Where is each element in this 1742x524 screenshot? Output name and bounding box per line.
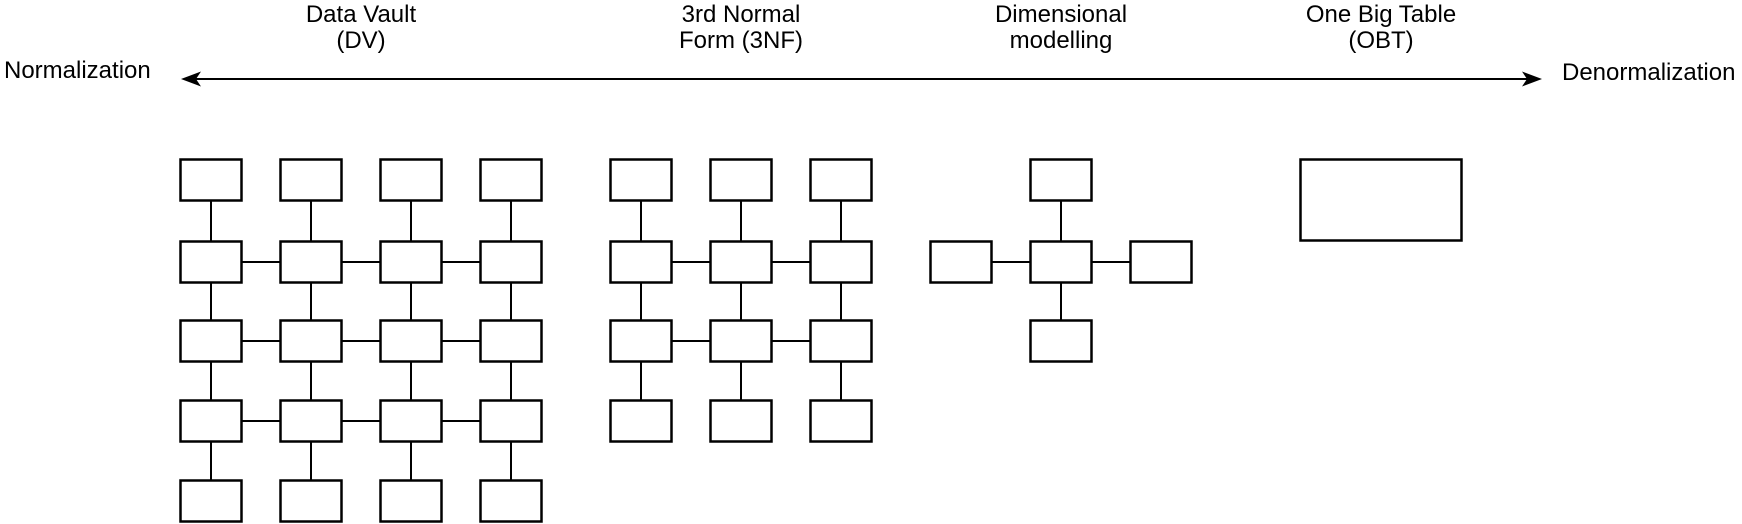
3nf-table-box <box>709 319 773 363</box>
data-vault-table-box <box>379 158 443 202</box>
group-label-line: modelling <box>1009 27 1113 54</box>
3nf-table-box <box>609 240 673 284</box>
obt-big-table-box <box>1299 158 1463 242</box>
3nf-table-box <box>609 319 673 363</box>
group-label-dimensional: Dimensional modelling <box>995 2 1127 54</box>
dimensional-dim-box <box>1029 158 1093 202</box>
data-vault-table-box <box>379 240 443 284</box>
3nf-table-box <box>809 158 873 202</box>
data-vault-table-box <box>179 479 243 523</box>
group-label-line: (OBT) <box>1348 27 1414 54</box>
group-label-obt: One Big Table (OBT) <box>1306 2 1456 54</box>
data-vault-table-box <box>179 319 243 363</box>
arrowhead-left-icon <box>181 71 201 87</box>
data-vault-table-box <box>479 240 543 284</box>
3nf-table-box <box>609 399 673 443</box>
data-vault-table-box <box>179 240 243 284</box>
data-vault-table-box <box>379 479 443 523</box>
group-label-line: One Big Table <box>1305 1 1457 28</box>
group-label-3nf: 3rd Normal Form (3NF) <box>679 2 803 54</box>
data-vault-table-box <box>479 158 543 202</box>
data-vault-table-box <box>179 399 243 443</box>
group-label-line: Dimensional <box>994 1 1128 28</box>
dimensional-dim-box <box>1129 240 1193 284</box>
data-vault-table-box <box>479 399 543 443</box>
dimensional-fact-box <box>1029 240 1093 284</box>
group-label-line: (DV) <box>336 27 386 54</box>
3nf-table-box <box>709 240 773 284</box>
3nf-table-box <box>609 158 673 202</box>
3nf-table-box <box>809 319 873 363</box>
data-vault-table-box <box>279 399 343 443</box>
group-label-line: Form (3NF) <box>679 27 803 54</box>
denormalization-label: Denormalization <box>1562 59 1736 86</box>
data-vault-table-box <box>279 319 343 363</box>
data-vault-table-box <box>379 399 443 443</box>
group-label-line: Data Vault <box>305 1 417 28</box>
group-label-line: 3rd Normal <box>681 1 801 28</box>
3nf-table-box <box>809 240 873 284</box>
data-vault-table-box <box>279 158 343 202</box>
3nf-table-box <box>809 399 873 443</box>
dimensional-dim-box <box>929 240 993 284</box>
group-label-data-vault: Data Vault (DV) <box>306 2 416 54</box>
3nf-table-box <box>709 158 773 202</box>
data-vault-table-box <box>279 479 343 523</box>
normalization-label: Normalization <box>4 57 151 84</box>
data-vault-table-box <box>379 319 443 363</box>
data-vault-table-box <box>279 240 343 284</box>
arrowhead-right-icon <box>1522 71 1542 87</box>
3nf-table-box <box>709 399 773 443</box>
dimensional-dim-box <box>1029 319 1093 363</box>
data-vault-table-box <box>479 319 543 363</box>
data-vault-table-box <box>179 158 243 202</box>
data-vault-table-box <box>479 479 543 523</box>
